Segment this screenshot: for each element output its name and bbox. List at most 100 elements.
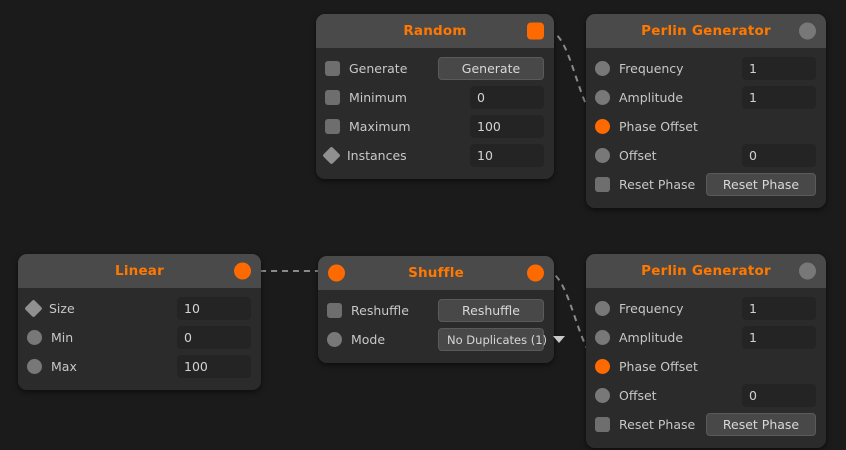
- param-value-input[interactable]: 0: [470, 86, 544, 109]
- node-input-port-shuffle[interactable]: [328, 264, 345, 282]
- param-port-minimum[interactable]: [325, 90, 340, 105]
- param-port-amplitude[interactable]: [595, 330, 610, 345]
- param-port-offset[interactable]: [595, 148, 610, 163]
- param-row-offset: Offset 0: [586, 381, 826, 410]
- param-port-frequency[interactable]: [595, 301, 610, 316]
- param-label: Amplitude: [619, 90, 684, 105]
- param-value-input[interactable]: 1: [742, 86, 816, 109]
- param-row-amplitude: Amplitude 1: [586, 323, 826, 352]
- param-row-frequency: Frequency 1: [586, 54, 826, 83]
- param-label: Max: [51, 359, 77, 374]
- param-label: Min: [51, 330, 74, 345]
- param-label: Amplitude: [619, 330, 684, 345]
- param-row-minimum: Minimum 0: [316, 83, 554, 112]
- param-value-input[interactable]: 1: [742, 326, 816, 349]
- param-port-mode[interactable]: [327, 332, 342, 347]
- param-port-reshuffle[interactable]: [327, 303, 342, 318]
- param-row-min: Min 0: [18, 323, 261, 352]
- node-header-linear[interactable]: Linear: [18, 254, 261, 288]
- param-dropdown[interactable]: No Duplicates (1): [438, 328, 566, 351]
- param-row-phase-offset: Phase Offset: [586, 352, 826, 381]
- node-title-random: Random: [403, 23, 467, 39]
- node-output-port-perlin-bottom[interactable]: [799, 262, 816, 280]
- node-header-random[interactable]: Random: [316, 14, 554, 48]
- param-row-reshuffle: Reshuffle Reshuffle: [318, 296, 554, 325]
- param-action-button[interactable]: Reset Phase: [706, 173, 816, 196]
- param-row-max: Max 100: [18, 352, 261, 381]
- param-label: Offset: [619, 148, 657, 163]
- param-port-min[interactable]: [27, 330, 42, 345]
- param-row-frequency: Frequency 1: [586, 294, 826, 323]
- param-row-reset-phase: Reset Phase Reset Phase: [586, 410, 826, 439]
- param-label: Minimum: [349, 90, 407, 105]
- node-header-shuffle[interactable]: Shuffle: [318, 256, 554, 290]
- param-row-size: Size 10: [18, 294, 261, 323]
- param-port-max[interactable]: [27, 359, 42, 374]
- node-header-perlin-bottom[interactable]: Perlin Generator: [586, 254, 826, 288]
- param-row-amplitude: Amplitude 1: [586, 83, 826, 112]
- param-action-button[interactable]: Generate: [438, 57, 544, 80]
- param-value-input[interactable]: 10: [470, 144, 544, 167]
- node-title-linear: Linear: [115, 263, 164, 279]
- param-label: Size: [49, 301, 75, 316]
- node-title-shuffle: Shuffle: [408, 265, 464, 281]
- param-label: Instances: [347, 148, 407, 163]
- param-value-input[interactable]: 0: [742, 384, 816, 407]
- param-port-phase-offset[interactable]: [595, 119, 610, 134]
- param-label: Reset Phase: [619, 417, 696, 432]
- param-action-button[interactable]: Reshuffle: [438, 299, 544, 322]
- param-label: Generate: [349, 61, 408, 76]
- node-output-port-random[interactable]: [527, 22, 544, 40]
- param-row-phase-offset: Phase Offset: [586, 112, 826, 141]
- node-output-port-linear[interactable]: [234, 262, 251, 280]
- param-label: Phase Offset: [619, 359, 698, 374]
- param-label: Frequency: [619, 301, 684, 316]
- param-value-input[interactable]: 100: [470, 115, 544, 138]
- param-value-input[interactable]: 0: [177, 326, 251, 349]
- param-label: Offset: [619, 388, 657, 403]
- param-port-offset[interactable]: [595, 388, 610, 403]
- param-port-generate[interactable]: [325, 61, 340, 76]
- param-label: Phase Offset: [619, 119, 698, 134]
- param-port-instances[interactable]: [322, 146, 341, 165]
- param-value-input[interactable]: 100: [177, 355, 251, 378]
- node-title-perlin-bottom: Perlin Generator: [641, 263, 771, 279]
- param-row-generate: Generate Generate: [316, 54, 554, 83]
- node-title-perlin-top: Perlin Generator: [641, 23, 771, 39]
- param-port-reset-phase[interactable]: [595, 417, 610, 432]
- param-value-input[interactable]: 0: [742, 144, 816, 167]
- param-action-button[interactable]: Reset Phase: [706, 413, 816, 436]
- chevron-down-icon: [553, 336, 566, 343]
- node-output-port-shuffle[interactable]: [527, 264, 544, 282]
- param-value-input[interactable]: 10: [177, 297, 251, 320]
- param-port-size[interactable]: [24, 299, 43, 318]
- param-port-reset-phase[interactable]: [595, 177, 610, 192]
- param-dropdown-value: No Duplicates (1): [447, 332, 548, 347]
- param-value-input[interactable]: 1: [742, 297, 816, 320]
- node-output-port-perlin-top[interactable]: [799, 22, 816, 40]
- node-header-perlin-top[interactable]: Perlin Generator: [586, 14, 826, 48]
- param-label: Frequency: [619, 61, 684, 76]
- param-port-phase-offset[interactable]: [595, 359, 610, 374]
- param-row-instances: Instances 10: [316, 141, 554, 170]
- param-row-mode: Mode No Duplicates (1): [318, 325, 566, 354]
- param-port-frequency[interactable]: [595, 61, 610, 76]
- param-port-maximum[interactable]: [325, 119, 340, 134]
- param-label: Mode: [351, 332, 386, 347]
- param-port-amplitude[interactable]: [595, 90, 610, 105]
- param-value-input[interactable]: 1: [742, 57, 816, 80]
- param-label: Reshuffle: [351, 303, 409, 318]
